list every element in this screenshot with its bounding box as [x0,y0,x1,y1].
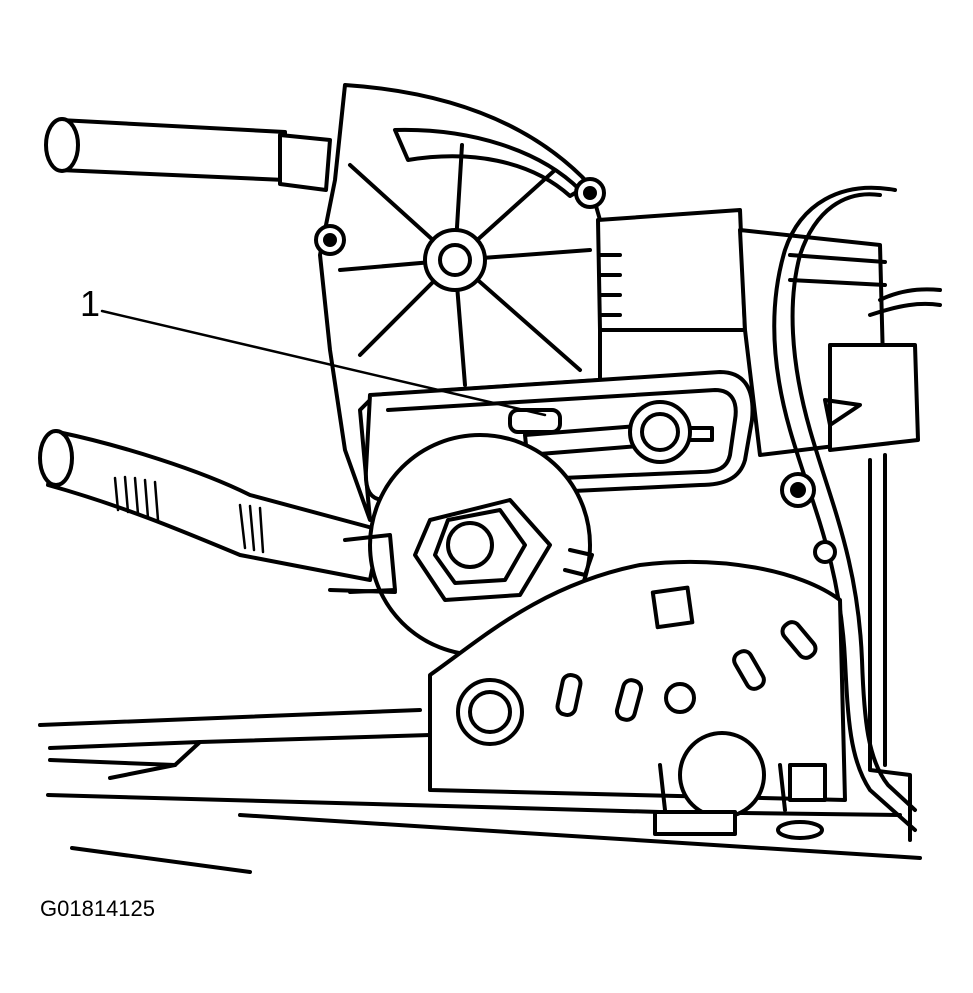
lower-sector-plate [428,472,847,840]
figure-code: G01814125 [40,896,155,921]
motor-housing [314,83,606,522]
callout-number-1: 1 [80,283,101,324]
seat-track-rail [48,733,432,780]
callout-leader-line [100,309,547,417]
wiring-harness [772,185,942,842]
upper-tube [44,117,332,192]
drive-wheel [328,433,594,657]
lower-cable-tube [38,429,382,582]
